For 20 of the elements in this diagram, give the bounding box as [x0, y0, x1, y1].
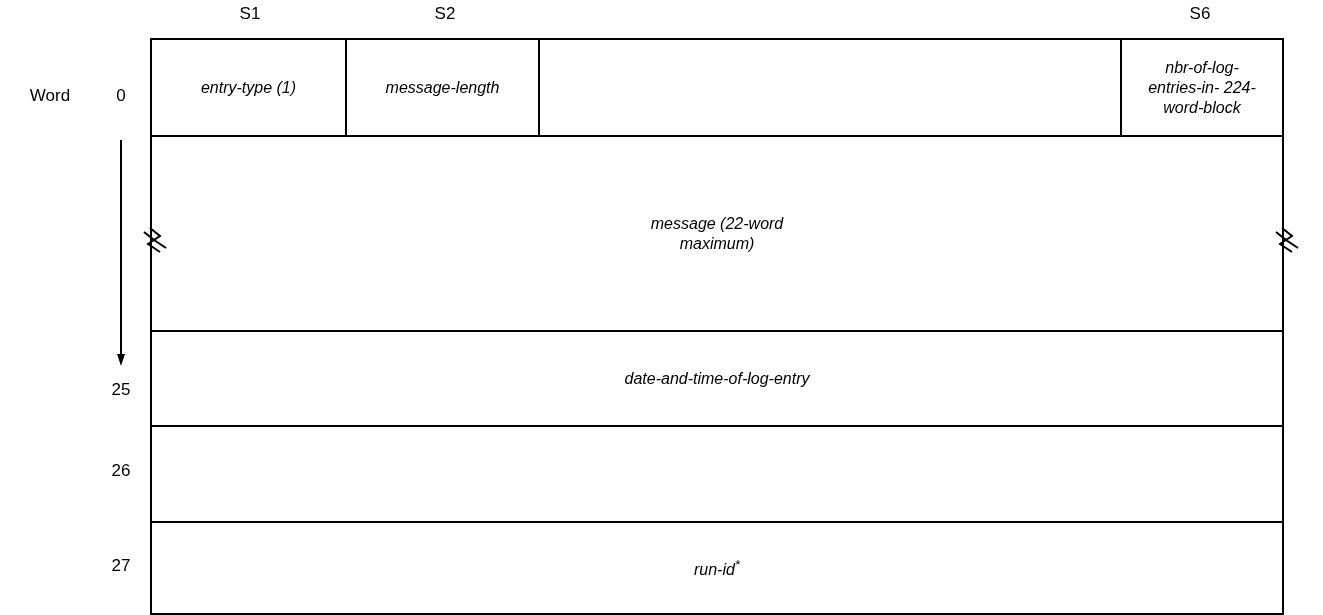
field-cell: [1120, 38, 1284, 137]
column-label: S6: [1189, 4, 1211, 24]
word-number: 27: [111, 556, 131, 576]
field-name: nbr-of-log- entries-in- 224-word-block: [1147, 57, 1257, 118]
field-name: message-length: [385, 77, 500, 98]
field-name: message (22-word maximum): [649, 213, 785, 254]
field-name: run-id$^{*}$: [693, 556, 741, 581]
field-name: date-and-time-of-log-entry: [624, 368, 810, 389]
column-label: S1: [239, 4, 261, 24]
word-number: 0: [116, 86, 126, 106]
field-cell: [150, 330, 1284, 427]
word-number: 25: [111, 380, 131, 400]
field-name: entry-type (1): [200, 77, 297, 98]
field-cell: [150, 521, 1284, 615]
field-cell: [150, 135, 1284, 332]
row-label: Word: [29, 86, 71, 106]
word-number: 26: [111, 461, 131, 481]
column-label: S2: [434, 4, 456, 24]
empty-field-cell: [150, 425, 1284, 523]
field-cell: [150, 38, 347, 137]
